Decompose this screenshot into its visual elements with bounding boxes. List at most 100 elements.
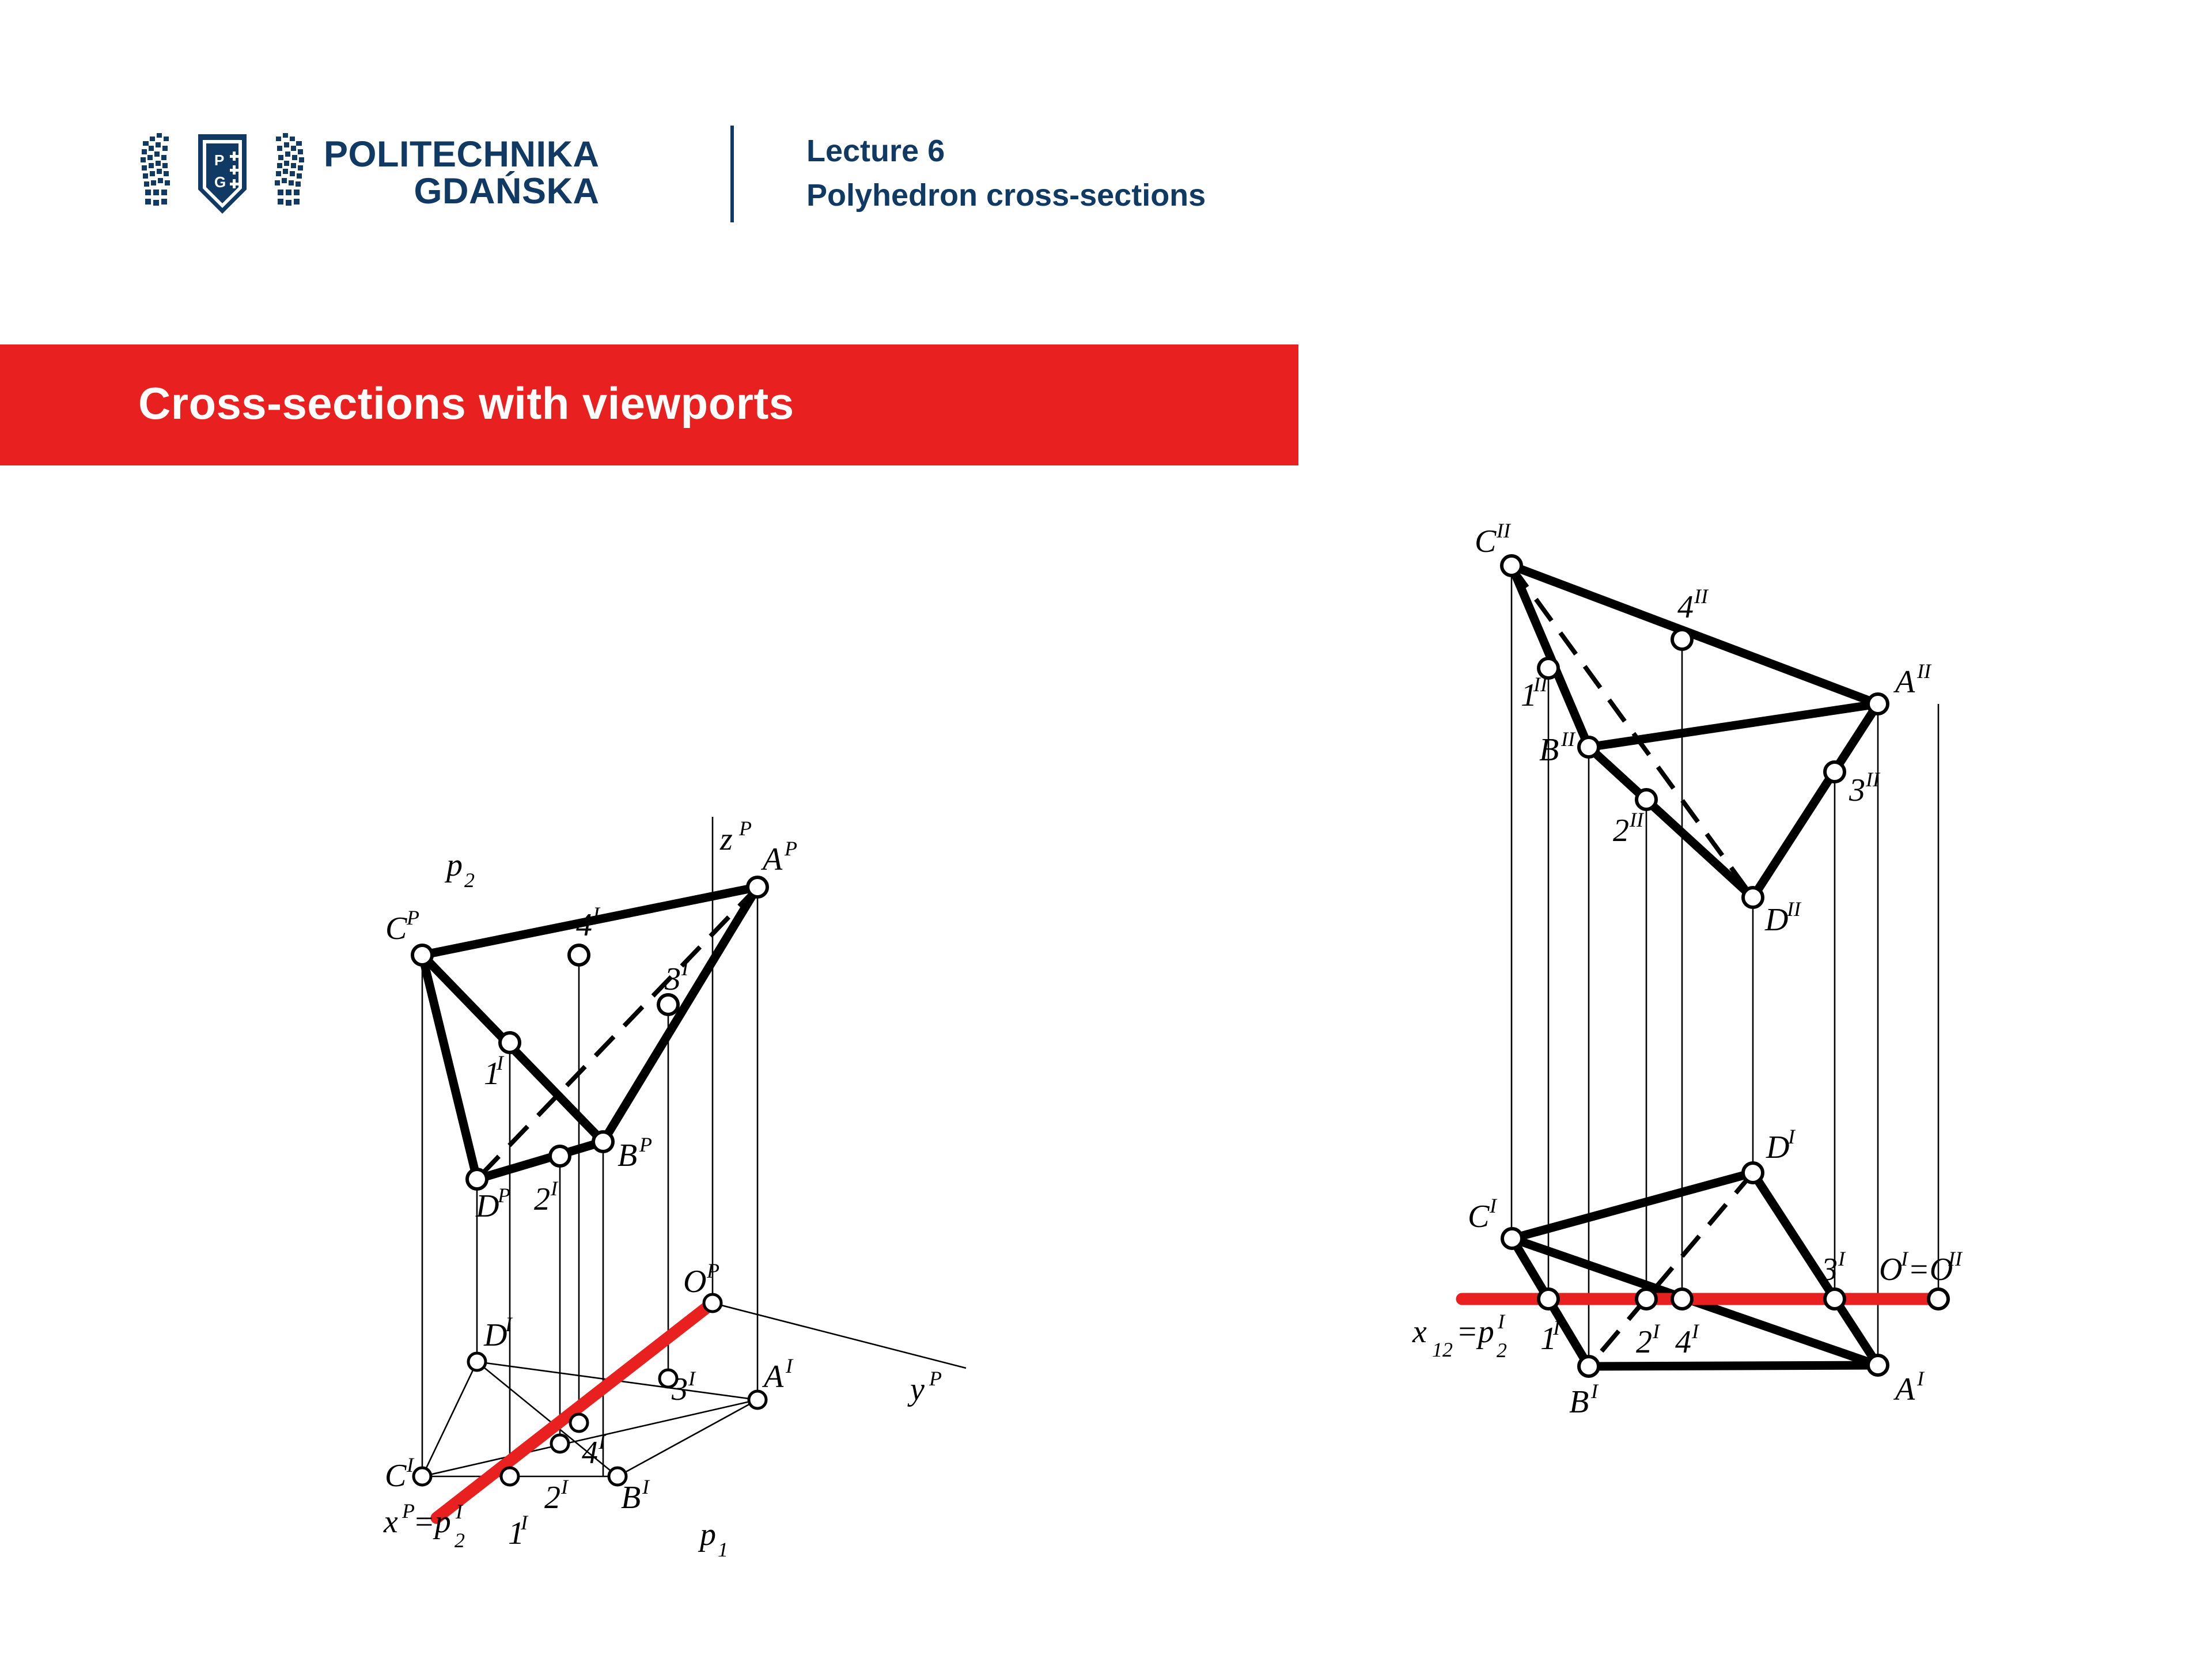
label-4-front-sup: I	[592, 903, 601, 926]
label-4-front: 4	[576, 907, 592, 943]
vertex-4-plan	[569, 1412, 589, 1433]
right-monge-diagram: C II A II B II D II 1 II 2 II 3 II 4 II …	[1412, 519, 1963, 1420]
label-ground-eq: =p	[413, 1504, 451, 1540]
label-axis-y: y	[907, 1372, 925, 1407]
label-origin-right-eq: =O	[1908, 1252, 1953, 1287]
label-plane-p1-sub: 1	[718, 1538, 728, 1561]
label-C1: C	[1468, 1199, 1490, 1234]
politechnika-gdanska-crest-icon: P G	[141, 133, 304, 214]
vertex-3-front	[657, 993, 680, 1016]
label-x12-sub: 12	[1432, 1338, 1453, 1361]
label-ground-x: x	[383, 1504, 398, 1540]
label-x12-eq-sup: I	[1497, 1310, 1506, 1333]
edge-C2-B2	[1507, 561, 1593, 752]
left-plan-vertex-markers	[412, 1293, 768, 1487]
label-B-plan-sup: I	[642, 1475, 650, 1498]
label-2-plan: 2	[544, 1480, 560, 1516]
label-3-elevation: 3	[1849, 772, 1865, 808]
label-AP: A	[760, 842, 783, 877]
edge-DP-BP	[472, 1137, 608, 1184]
label-ground-x-sup: P	[402, 1499, 415, 1522]
right-projector-lines	[1510, 566, 1940, 1366]
vertex-4-elevation	[1671, 628, 1694, 651]
lecture-topic: Polyhedron cross-sections	[806, 177, 1206, 213]
left-axonometric-diagram: p 2 z P y P C P A P B P D P 1 I 2 I 3 I …	[383, 817, 967, 1561]
label-A1: A	[1893, 1372, 1915, 1407]
label-ground-eq-sup: I	[455, 1500, 464, 1523]
vertex-CP	[411, 944, 434, 967]
label-DP-sup: P	[497, 1184, 510, 1207]
right-plan-vertex-markers	[1501, 1161, 1950, 1378]
label-C2: C	[1475, 524, 1497, 559]
label-plane-p2-sub: 2	[464, 869, 475, 892]
left-front-vertex-markers	[411, 876, 769, 1191]
axis-y-line	[712, 1302, 967, 1369]
label-3-plan-right-sup: I	[1838, 1247, 1846, 1270]
label-DP: D	[475, 1188, 499, 1224]
label-B1: B	[1569, 1384, 1589, 1420]
label-4-plan-right: 4	[1675, 1324, 1691, 1360]
vertex-2-elevation	[1635, 788, 1658, 811]
label-D-plan-sup: I	[505, 1313, 513, 1336]
edge-C2-D2-hidden	[1509, 564, 1755, 899]
label-A2-sup: II	[1916, 660, 1932, 683]
label-origin-right-sup1: I	[1900, 1247, 1909, 1270]
edge-D2-A2	[1748, 699, 1883, 902]
label-CP-sup: P	[406, 906, 419, 929]
right-elevation-vertex-markers	[1500, 554, 1889, 909]
label-1-front-sup: I	[496, 1051, 505, 1074]
label-origin-OP: O	[683, 1264, 706, 1300]
label-C2-sup: II	[1496, 519, 1512, 542]
label-CP: C	[385, 911, 407, 946]
university-name: POLITECHNIKA GDAŃSKA	[324, 135, 600, 210]
plan-edge-D1-A1	[1748, 1168, 1883, 1370]
vertex-A2	[1866, 692, 1889, 715]
label-3-front: 3	[664, 961, 681, 997]
vertex-2-front	[548, 1145, 571, 1168]
label-axis-z: z	[719, 821, 733, 857]
vertex-D2	[1741, 886, 1764, 909]
page-title: Cross-sections with viewports	[138, 378, 794, 429]
label-1-front: 1	[484, 1056, 500, 1092]
plan-edge-C-D	[421, 1361, 478, 1477]
label-D2-sup: II	[1786, 897, 1802, 921]
label-C-plan: C	[385, 1458, 407, 1494]
label-axis-z-sup: P	[738, 817, 752, 840]
label-4-plan-right-sup: I	[1691, 1320, 1700, 1343]
plan-edge-C1-D1	[1508, 1168, 1758, 1243]
label-3-plan: 3	[671, 1372, 688, 1407]
label-1-plan-right: 1	[1540, 1321, 1556, 1357]
vertex-2-plan-right	[1635, 1287, 1658, 1310]
vertex-4-front	[567, 944, 590, 967]
label-B2-sup: II	[1560, 728, 1576, 751]
label-2-plan-right: 2	[1636, 1324, 1652, 1360]
label-AP-sup: P	[784, 837, 797, 860]
vertex-3-plan	[658, 1368, 679, 1389]
label-1-elevation-sup: II	[1533, 673, 1548, 696]
label-2-plan-right-sup: I	[1652, 1320, 1661, 1343]
label-plane-p2: p	[444, 847, 463, 883]
label-1-plan-right-sup: I	[1552, 1316, 1561, 1339]
label-2-front: 2	[534, 1181, 550, 1217]
vertex-1-elevation	[1537, 657, 1560, 680]
label-3-elevation-sup: II	[1865, 768, 1881, 791]
label-4-plan-sup: I	[598, 1430, 607, 1453]
edge-B2-D2	[1584, 743, 1758, 902]
vertex-C1	[1501, 1227, 1524, 1250]
label-2-plan-sup: I	[560, 1475, 569, 1498]
label-x12-eq-sub: 2	[1497, 1339, 1507, 1362]
vertex-origin-OP	[702, 1293, 723, 1313]
left-projector-lines	[421, 887, 759, 1476]
label-2-elevation: 2	[1613, 813, 1629, 849]
crest-letter-g: G	[214, 173, 226, 191]
label-C-plan-sup: I	[406, 1453, 415, 1476]
vertex-AP	[746, 876, 769, 899]
vertex-D-plan	[467, 1351, 487, 1372]
label-3-front-sup: I	[681, 957, 690, 980]
lecture-number: Lecture 6	[806, 134, 945, 168]
left-cutting-plane-trace	[430, 1297, 719, 1524]
right-elevation-edges	[1507, 561, 1883, 902]
vertex-origin-right	[1927, 1287, 1950, 1310]
